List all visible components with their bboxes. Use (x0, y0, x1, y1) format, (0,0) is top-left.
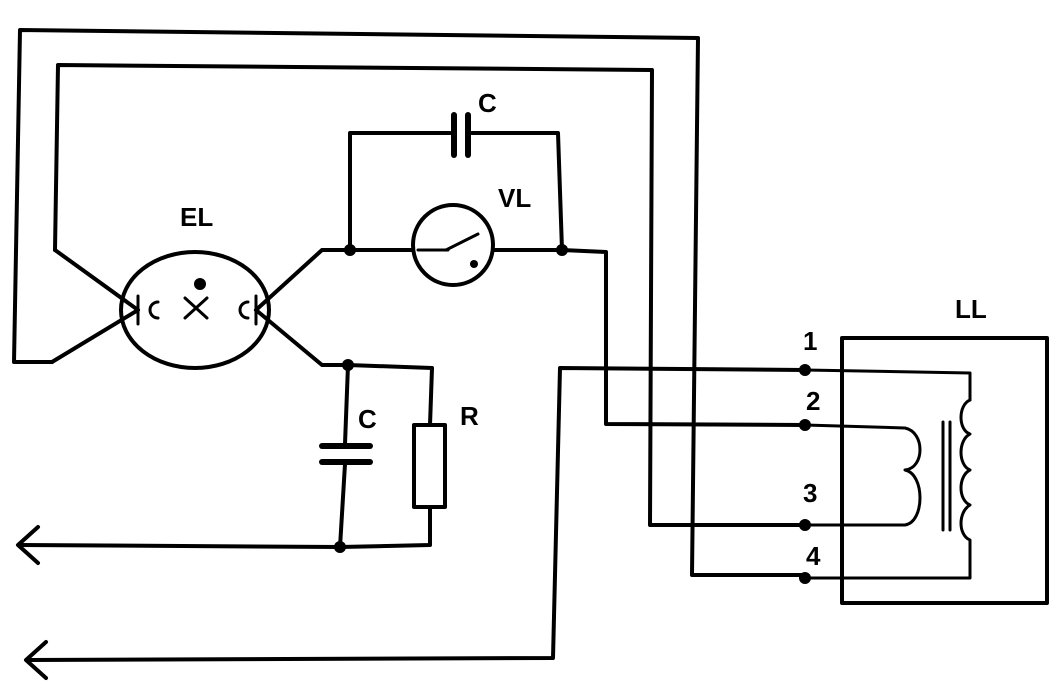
wire-supply-upper (18, 543, 342, 549)
lamp-right-lead-upper (254, 248, 352, 312)
main-coil (959, 398, 972, 550)
terminal-4-label: 4 (806, 541, 821, 571)
junction-starter-left (344, 244, 356, 256)
starter-bulb (411, 203, 495, 287)
supply-arrow-upper (16, 525, 342, 565)
terminal-3 (799, 519, 811, 531)
resistor-label: R (460, 401, 479, 431)
terminal-1 (799, 364, 811, 376)
cap-bottom-label: C (358, 404, 377, 434)
lamp-right-filament (238, 300, 250, 320)
wire-terminal-4-internal (803, 546, 972, 580)
wire-inner-loop (53, 63, 807, 527)
rc-network: R C (319, 359, 479, 553)
wire-starter-to-terminal-2 (560, 248, 807, 427)
wire-to-cap-bottom (343, 363, 350, 446)
wire-terminal-1-internal (803, 368, 972, 402)
wire-to-resistor (346, 363, 434, 427)
lamp-left-lead-lower (50, 308, 140, 364)
starter-vl: VL C (344, 88, 568, 287)
supply-arrow-lower (24, 366, 807, 680)
wire-supply-lower (26, 366, 807, 662)
resistor-r (412, 423, 447, 509)
wire-from-cap-bottom (338, 462, 347, 549)
junction-rc-top (342, 359, 354, 371)
arrow-head-lower (24, 640, 48, 680)
ballast-label: LL (955, 294, 987, 324)
terminal-4 (799, 572, 811, 584)
ballast-ll: LL 1 2 3 4 (799, 294, 1049, 605)
ballast-box (840, 336, 1049, 605)
wire-cap-top-left (348, 131, 452, 252)
lamp-left-lead-upper (53, 248, 140, 312)
lamp-label: EL (180, 202, 213, 232)
lamp-dot (194, 278, 206, 290)
starter-contact-dot (470, 260, 478, 268)
lamp-bulb (119, 250, 271, 370)
wire-cap-top-right (470, 131, 564, 252)
starter-switch-blade (444, 232, 480, 252)
lamp-el: EL (50, 202, 352, 370)
cap-top-label: C (478, 88, 497, 118)
terminal-2 (799, 419, 811, 431)
starter-label: VL (498, 183, 531, 213)
terminal-2-label: 2 (806, 386, 820, 416)
secondary-coil (803, 423, 922, 527)
terminal-1-label: 1 (803, 326, 817, 356)
wire-outer-loop (12, 28, 807, 577)
arrow-head-upper (16, 525, 40, 565)
lamp-left-filament (148, 300, 160, 320)
lamp-right-lead-lower (254, 308, 350, 367)
lamp-cross (183, 296, 209, 320)
terminal-3-label: 3 (803, 478, 817, 508)
wire-from-resistor (338, 505, 432, 549)
